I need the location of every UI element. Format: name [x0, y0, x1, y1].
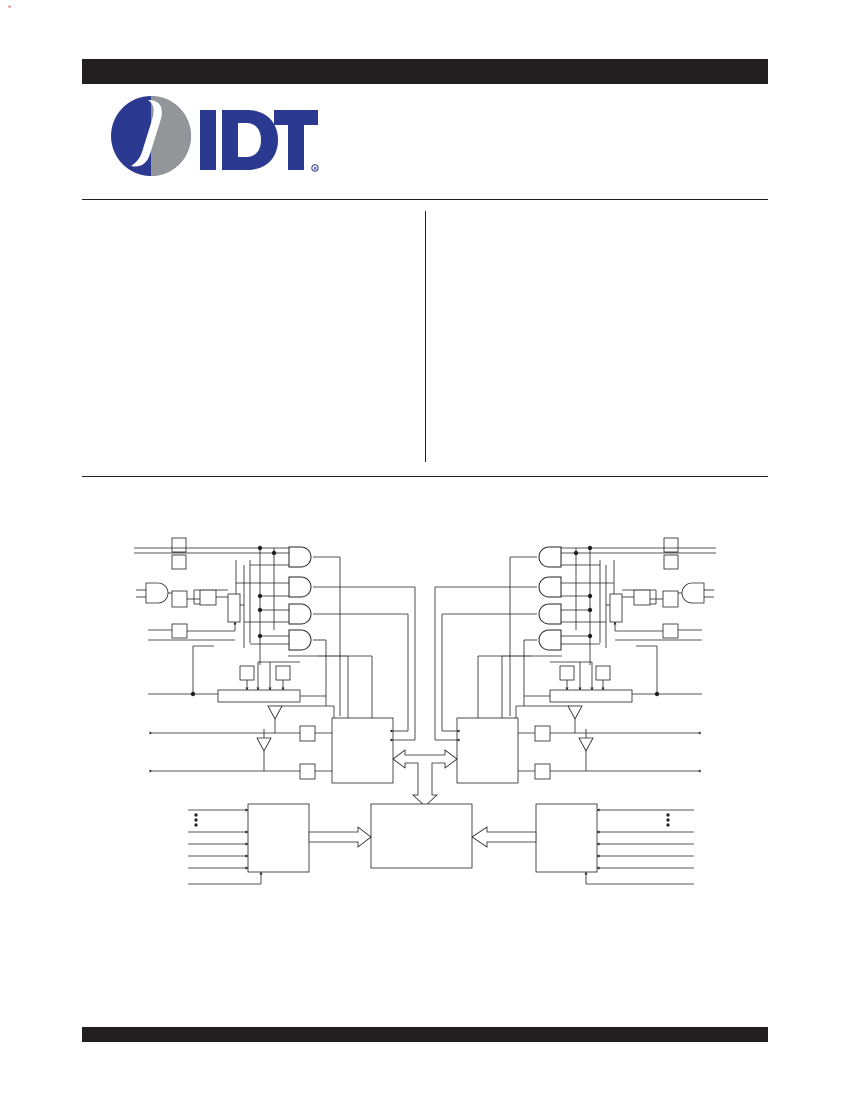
right-port-logic	[434, 537, 716, 784]
left-port-logic	[134, 537, 416, 784]
idt-logo: R	[111, 96, 319, 176]
svg-text:R: R	[314, 166, 318, 171]
footer-bar	[82, 1027, 768, 1042]
header-bar	[82, 59, 768, 84]
header-rule	[82, 199, 768, 200]
center-bus-arrows	[392, 749, 458, 807]
lower-blocks	[188, 803, 694, 885]
corner-mark: *	[8, 4, 12, 13]
section-rule	[82, 476, 768, 477]
column-divider	[425, 211, 426, 462]
